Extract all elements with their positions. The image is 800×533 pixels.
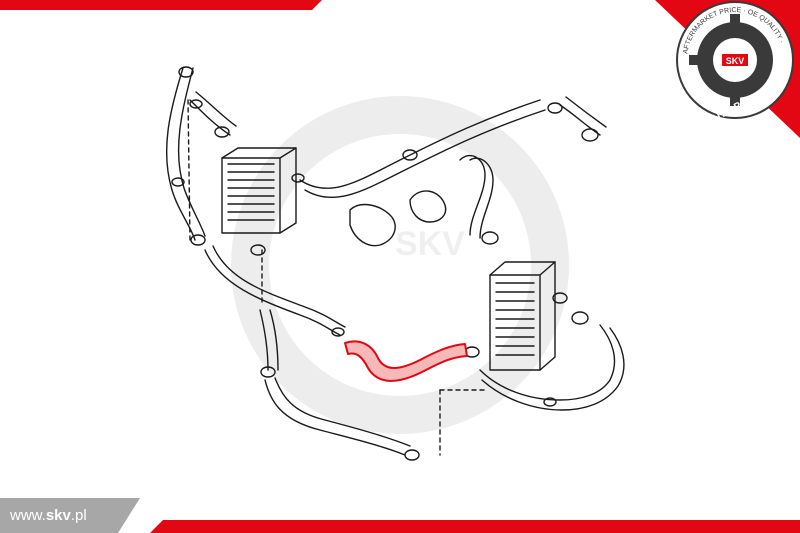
badge-center-text: SKV <box>726 56 745 66</box>
footer-url-prefix: www. <box>9 507 46 524</box>
watermark-text: SKV <box>395 225 465 263</box>
footer-url[interactable]: www.skv.pl <box>9 507 87 524</box>
gear-icon <box>689 14 740 106</box>
bottom-accent-bar <box>150 520 800 533</box>
top-accent-bar <box>0 0 322 10</box>
highlighted-charge-air-hose <box>344 340 468 382</box>
footer-bar <box>0 498 140 533</box>
hose-lines <box>165 66 625 461</box>
gear-watermark-icon <box>231 96 569 434</box>
footer-url-suffix: .pl <box>71 507 87 524</box>
footer-url-brand: skv <box>46 507 72 524</box>
skv-badge: SKV AFTERMARKET PRICE · OE QUALITY · AUT… <box>655 0 800 138</box>
